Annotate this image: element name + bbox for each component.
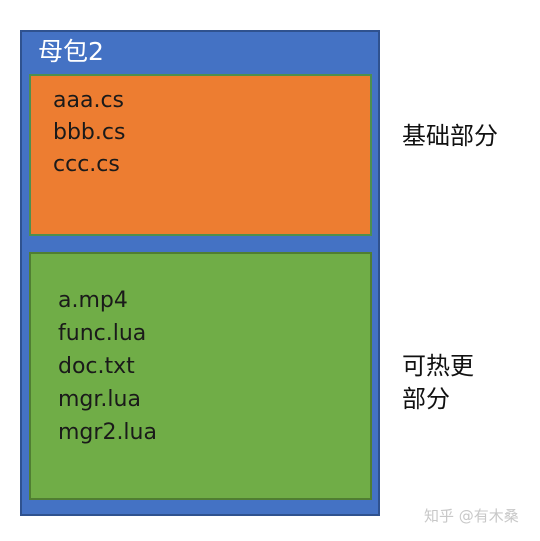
hotfix-file-item: mgr2.lua: [58, 420, 157, 445]
hotfix-section-label-line2: 部分: [402, 385, 450, 413]
watermark-text: 知乎 @有木桑: [424, 507, 519, 525]
hotfix-file-item: mgr.lua: [58, 387, 141, 412]
hotfix-section-label-line1: 可热更: [402, 352, 474, 380]
hotfix-file-item: a.mp4: [58, 288, 128, 313]
hotfix-section-box: [29, 252, 372, 500]
hotfix-file-item: doc.txt: [58, 354, 135, 379]
base-file-item: bbb.cs: [53, 120, 126, 145]
base-section-label: 基础部分: [402, 122, 498, 150]
package-title: 母包2: [38, 37, 104, 66]
hotfix-file-item: func.lua: [58, 321, 147, 346]
base-section-box: [29, 74, 372, 236]
base-file-item: aaa.cs: [53, 88, 124, 113]
base-file-item: ccc.cs: [53, 152, 120, 177]
